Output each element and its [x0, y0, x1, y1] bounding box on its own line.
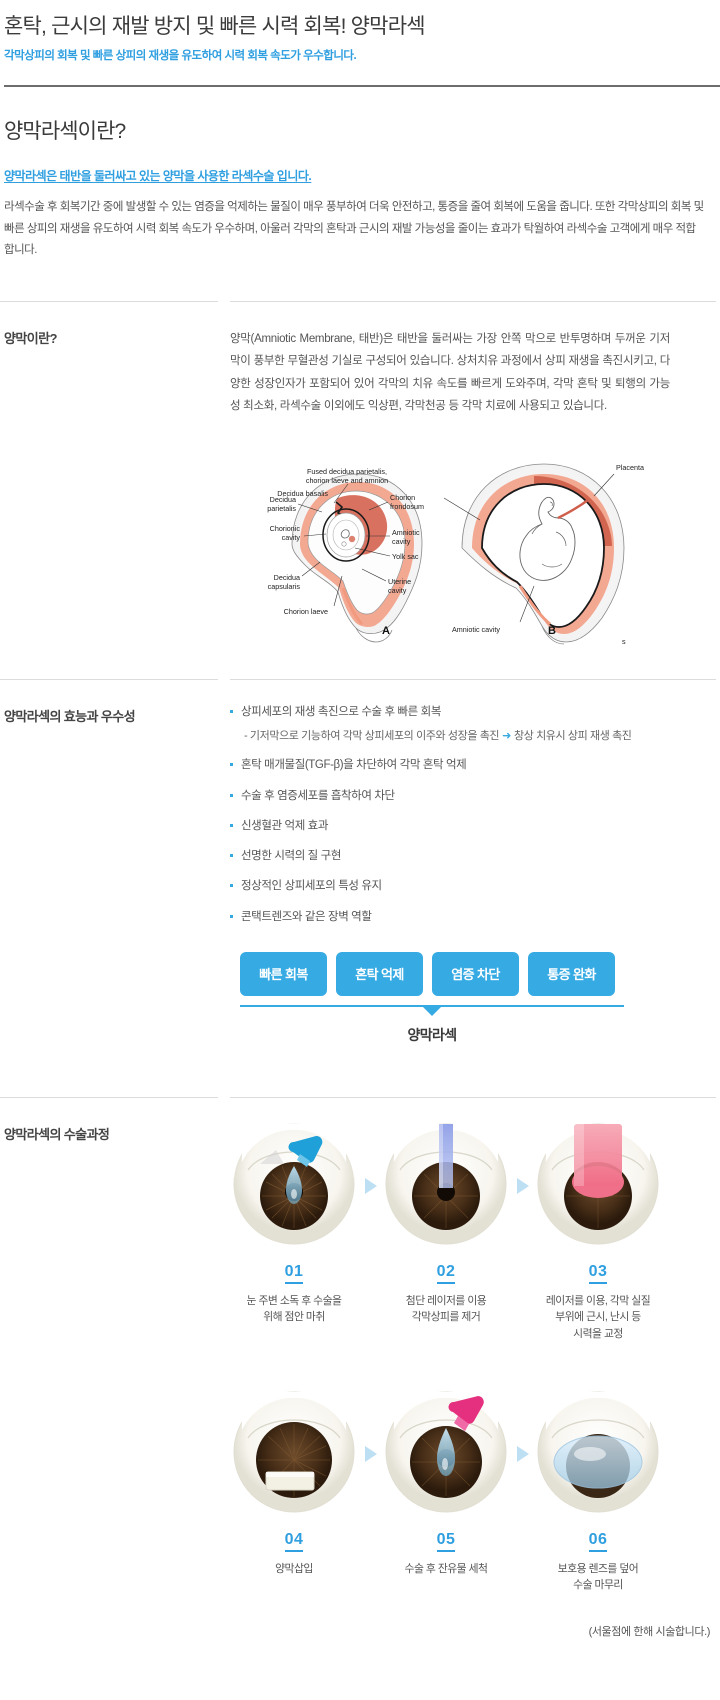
benefits-bullet-list: 상피세포의 재생 촉진으로 수술 후 빠른 회복 - 기저막으로 기능하여 각막… [230, 680, 720, 926]
step-01-caption: 눈 주변 소독 후 수술을 위해 점안 마취 [246, 1295, 342, 1324]
label-amniotic-cavity-a: Amniotic [392, 528, 420, 537]
badge-pain-relief: 통증 완화 [528, 951, 615, 996]
label-chorion-laeve: Chorion laeve [284, 607, 328, 616]
label-decidua-parietalis: Decidua [270, 495, 296, 504]
bullet-text: 콘택트렌즈와 같은 장벽 역할 [241, 910, 372, 923]
step-06-illustration [534, 1388, 662, 1516]
arrow-right-icon [365, 1445, 377, 1462]
badge-haze-suppression: 혼탁 억제 [336, 951, 423, 996]
process-step-01: 01 눈 주변 소독 후 수술을 위해 점안 마취 [230, 1099, 377, 1342]
process-section: 양막라섹의 수술과정 [0, 1096, 720, 1639]
svg-text:cavity: cavity [388, 586, 407, 595]
process-step-02: 02 첨단 레이저를 이용 각막상피를 제거 [382, 1120, 529, 1342]
bullet-text: 수술 후 염증세포를 흡착하여 차단 [241, 789, 395, 802]
benefits-result-label: 양막라섹 [407, 1026, 457, 1043]
intro-heading: 양막라섹이란? [4, 120, 126, 144]
svg-text:parietalis: parietalis [267, 504, 296, 513]
bullet-text: 상피세포의 재생 촉진으로 수술 후 빠른 회복 [241, 705, 442, 718]
step-04-caption: 양막삽입 [275, 1562, 313, 1575]
list-item: 상피세포의 재생 촉진으로 수술 후 빠른 회복 - 기저막으로 기능하여 각막… [230, 704, 720, 745]
step-04-illustration [230, 1388, 358, 1516]
step-03-illustration [534, 1120, 662, 1248]
arrow-right-icon [517, 1177, 529, 1194]
step-01-illustration [230, 1099, 358, 1248]
arrow-right-icon [517, 1445, 529, 1462]
bullet-text: 혼탁 매개물질(TGF-β)을 차단하여 각막 혼탁 억제 [241, 759, 467, 772]
bullet-subtext: - 기저막으로 기능하여 각막 상피세포의 이주와 성장을 촉진➜창상 치유시 … [241, 728, 720, 745]
svg-text:frondosum: frondosum [390, 502, 424, 511]
badge-inflammation-block: 염증 차단 [432, 951, 519, 996]
list-item: 수술 후 염증세포를 흡착하여 차단 [230, 788, 720, 805]
panel-a-label: A [382, 625, 390, 637]
step-05-caption: 수술 후 잔유물 세척 [404, 1562, 488, 1575]
svg-text:chorion laeve and amnion: chorion laeve and amnion [306, 476, 388, 485]
step-02-illustration [382, 1120, 510, 1248]
intro-section: 양막라섹이란? 양막라섹은 태반을 둘러싸고 있는 양막을 사용한 라섹수술 입… [0, 87, 720, 261]
process-divider [0, 1096, 716, 1098]
process-step-04: 04 양막삽입 [230, 1388, 377, 1594]
step-05-number: 05 [436, 1530, 456, 1552]
list-item: 신생혈관 억제 효과 [230, 818, 720, 835]
arrow-right-icon [365, 1177, 377, 1194]
step-03-number: 03 [588, 1262, 608, 1285]
svg-text:capsularis: capsularis [268, 582, 301, 591]
svg-text:cavity: cavity [282, 533, 301, 542]
step-06-number: 06 [588, 1530, 608, 1552]
intro-lead: 양막라섹은 태반을 둘러싸고 있는 양막을 사용한 라섹수술 입니다. [4, 169, 312, 184]
label-placenta: Placenta [616, 463, 644, 472]
svg-text:s: s [622, 637, 626, 646]
label-uterine-cavity: Uterine [388, 577, 411, 586]
list-item: 콘택트렌즈와 같은 장벽 역할 [230, 909, 720, 926]
step-01-number: 01 [284, 1262, 304, 1285]
chevron-down-icon [423, 1006, 441, 1016]
header-divider [4, 85, 720, 88]
page-subtitle: 각막상피의 회복 및 빠른 상피의 재생을 유도하여 시력 회복 속도가 우수합… [4, 50, 357, 63]
intro-body: 라섹수술 후 회복기간 중에 발생할 수 있는 염증을 억제하는 물질이 매우 … [4, 201, 704, 256]
arrow-right-icon: ➜ [502, 729, 511, 742]
process-step-05: 05 수술 후 잔유물 세척 [382, 1388, 529, 1594]
label-chorionic-cavity: Chorionic [270, 524, 301, 533]
page-header: 혼탁, 근시의 재발 방지 및 빠른 시력 회복! 양막라섹 각막상피의 회복 … [0, 0, 720, 88]
benefits-section: 양막라섹의 효능과 우수성 상피세포의 재생 촉진으로 수술 후 빠른 회복 -… [0, 678, 720, 1045]
benefits-heading: 양막라섹의 효능과 우수성 [4, 708, 136, 724]
label-chorion-frondosum: Chorion [390, 493, 415, 502]
page-title: 혼탁, 근시의 재발 방지 및 빠른 시력 회복! 양막라섹 [4, 15, 426, 38]
panel-b-label: B [548, 625, 556, 637]
benefit-badge-row: 빠른 회복 혼탁 억제 염증 차단 통증 완화 [230, 951, 720, 996]
label-decidua-capsularis: Decidua [274, 573, 300, 582]
label-fused-decidua: Fused decidua parietalis, [307, 467, 387, 476]
amnion-section: 양막이란? 양막(Amniotic Membrane, 태반)은 태반을 둘러싸… [0, 301, 720, 651]
step-04-number: 04 [284, 1530, 304, 1552]
list-item: 선명한 시력의 질 구현 [230, 848, 720, 865]
label-yolk-sac: Yolk sac [392, 552, 419, 561]
process-step-06: 06 보호용 렌즈를 덮어 수술 마무리 [534, 1388, 662, 1594]
process-steps-row-2: 04 양막삽입 [230, 1342, 720, 1594]
amnion-body: 양막(Amniotic Membrane, 태반)은 태반을 둘러싸는 가장 안… [230, 333, 670, 413]
badge-connector [240, 1004, 624, 1017]
label-amniotic-cavity-b: Amniotic cavity [452, 625, 500, 634]
svg-text:cavity: cavity [392, 537, 411, 546]
list-item: 혼탁 매개물질(TGF-β)을 차단하여 각막 혼탁 억제 [230, 757, 720, 774]
badge-fast-recovery: 빠른 회복 [240, 951, 327, 996]
label-decidua-basalis: Decidua basalis [277, 489, 328, 498]
bullet-text: 선명한 시력의 질 구현 [241, 850, 342, 863]
amnion-heading: 양막이란? [4, 331, 57, 347]
step-02-caption: 첨단 레이저를 이용 각막상피를 제거 [405, 1295, 487, 1324]
process-heading: 양막라섹의 수술과정 [4, 1126, 110, 1142]
list-item: 정상적인 상피세포의 특성 유지 [230, 878, 720, 895]
bullet-text: 정상적인 상피세포의 특성 유지 [241, 880, 382, 893]
benefits-divider [0, 678, 716, 680]
process-step-03: 03 레이저를 이용, 각막 실질 부위에 근시, 난시 등 시력을 교정 [534, 1120, 662, 1342]
step-03-caption: 레이저를 이용, 각막 실질 부위에 근시, 난시 등 시력을 교정 [545, 1295, 651, 1340]
step-02-number: 02 [436, 1262, 456, 1285]
amniotic-membrane-diagram: Fused decidua parietalis, chorion laeve … [230, 435, 670, 651]
step-06-caption: 보호용 렌즈를 덮어 수술 마무리 [557, 1562, 639, 1592]
process-footnote: (서울점에 한해 시술합니다.) [588, 1626, 711, 1639]
process-steps-row-1: 01 눈 주변 소독 후 수술을 위해 점안 마취 [230, 1098, 720, 1342]
step-05-illustration [382, 1388, 510, 1516]
bullet-text: 신생혈관 억제 효과 [241, 819, 329, 832]
amnion-divider [0, 301, 716, 303]
